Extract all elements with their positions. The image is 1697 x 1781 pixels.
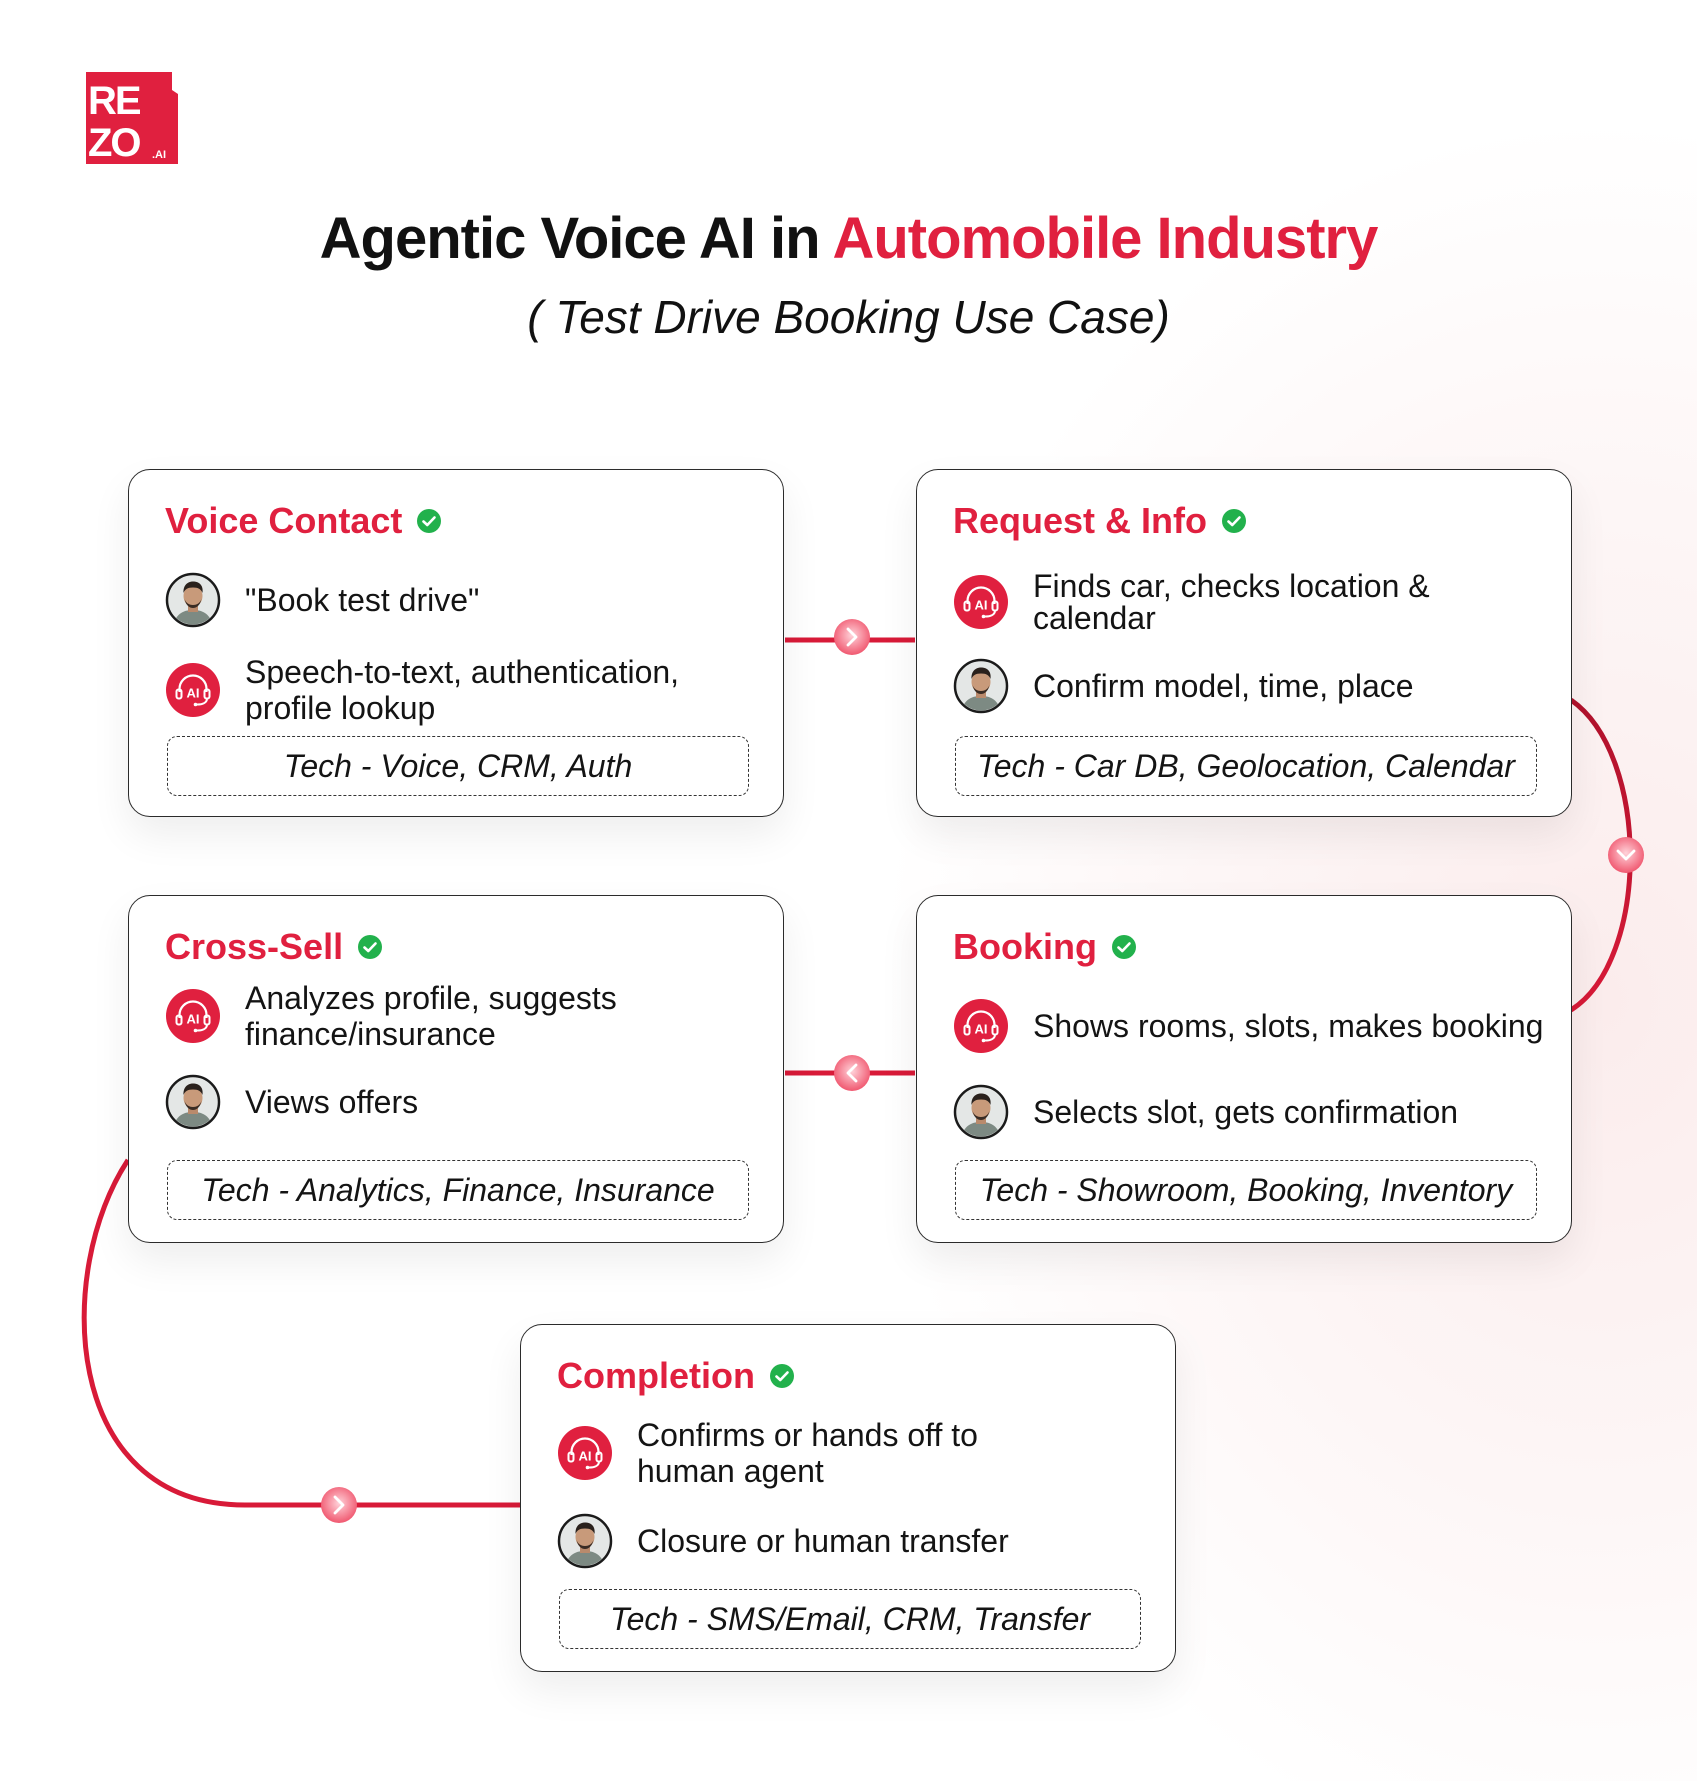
ai-headset-icon (557, 1425, 613, 1481)
step-row-ai: Shows rooms, slots, makes booking (953, 998, 1543, 1054)
card-title: Request & Info (953, 500, 1247, 542)
user-avatar-icon (165, 1074, 221, 1130)
tech-stack-box: Tech - Voice, CRM, Auth (167, 736, 749, 796)
step-text: Closure or human transfer (637, 1523, 1009, 1559)
green-check-icon (1221, 508, 1247, 534)
card-title: Booking (953, 926, 1137, 968)
step-row-ai: Confirms or hands off to human agent (557, 1417, 1037, 1489)
ai-headset-icon (165, 988, 221, 1044)
green-check-icon (357, 934, 383, 960)
step-text: Selects slot, gets confirmation (1033, 1094, 1459, 1130)
step-text: Shows rooms, slots, makes booking (1033, 1008, 1544, 1044)
step-row-ai: Finds car, checks location & calendar (953, 570, 1463, 634)
step-row-user: Selects slot, gets confirmation (953, 1084, 1458, 1140)
card-completion: Completion Confirms or hands off to huma… (520, 1324, 1176, 1672)
chevron-right-icon (834, 619, 870, 655)
step-text: Confirm model, time, place (1033, 668, 1414, 704)
step-text: Speech-to-text, authentication, profile … (245, 654, 680, 726)
step-row-ai: Analyzes profile, suggests finance/insur… (165, 980, 665, 1052)
card-title: Completion (557, 1355, 795, 1397)
step-row-user: "Book test drive" (165, 572, 479, 628)
step-row-user: Views offers (165, 1074, 418, 1130)
card-title: Voice Contact (165, 500, 442, 542)
step-row-ai: Speech-to-text, authentication, profile … (165, 654, 745, 726)
step-text: Analyzes profile, suggests finance/insur… (245, 980, 617, 1052)
title-accent: Automobile Industry (832, 206, 1378, 271)
page-subtitle: ( Test Drive Booking Use Case) (527, 291, 1170, 343)
tech-stack-box: Tech - Analytics, Finance, Insurance (167, 1160, 749, 1220)
brand-logo: RE ZO .AI (82, 70, 178, 166)
step-text: "Book test drive" (245, 582, 480, 618)
step-row-user: Confirm model, time, place (953, 658, 1414, 714)
title-main: Agentic Voice AI in (319, 206, 833, 271)
card-request-info: Request & Info Finds car, checks locatio… (916, 469, 1572, 817)
connector-crosssell-to-completion (81, 1158, 521, 1508)
tech-stack-box: Tech - Showroom, Booking, Inventory (955, 1160, 1537, 1220)
ai-headset-icon (953, 998, 1009, 1054)
svg-text:RE: RE (88, 79, 141, 123)
svg-text:ZO: ZO (88, 121, 140, 165)
card-title-text: Booking (953, 926, 1097, 967)
step-row-user: Closure or human transfer (557, 1513, 1009, 1569)
ai-headset-icon (953, 574, 1009, 630)
user-avatar-icon (557, 1513, 613, 1569)
step-text: Views offers (245, 1084, 419, 1120)
user-avatar-icon (953, 658, 1009, 714)
card-cross-sell: Cross-Sell Analyzes profile, suggests fi… (128, 895, 784, 1243)
chevron-left-icon (834, 1055, 870, 1091)
card-title-text: Cross-Sell (165, 926, 344, 967)
tech-stack-box: Tech - Car DB, Geolocation, Calendar (955, 736, 1537, 796)
svg-text:.AI: .AI (152, 149, 166, 161)
card-title-text: Completion (557, 1355, 755, 1396)
card-title-text: Voice Contact (165, 500, 403, 541)
green-check-icon (1111, 934, 1137, 960)
step-text: Confirms or hands off to human agent (637, 1417, 978, 1489)
user-avatar-icon (165, 572, 221, 628)
chevron-down-icon (1608, 837, 1644, 873)
card-booking: Booking Shows rooms, slots, makes bookin… (916, 895, 1572, 1243)
page-title: Agentic Voice AI in Automobile Industry (0, 205, 1697, 272)
card-title: Cross-Sell (165, 926, 383, 968)
green-check-icon (416, 508, 442, 534)
green-check-icon (769, 1363, 795, 1389)
user-avatar-icon (953, 1084, 1009, 1140)
card-voice-contact: Voice Contact "Book test drive" Speech-t… (128, 469, 784, 817)
step-text: Finds car, checks location & calendar (1033, 568, 1430, 636)
ai-headset-icon (165, 662, 221, 718)
chevron-right-icon (321, 1487, 357, 1523)
tech-stack-box: Tech - SMS/Email, CRM, Transfer (559, 1589, 1141, 1649)
card-title-text: Request & Info (953, 500, 1208, 541)
